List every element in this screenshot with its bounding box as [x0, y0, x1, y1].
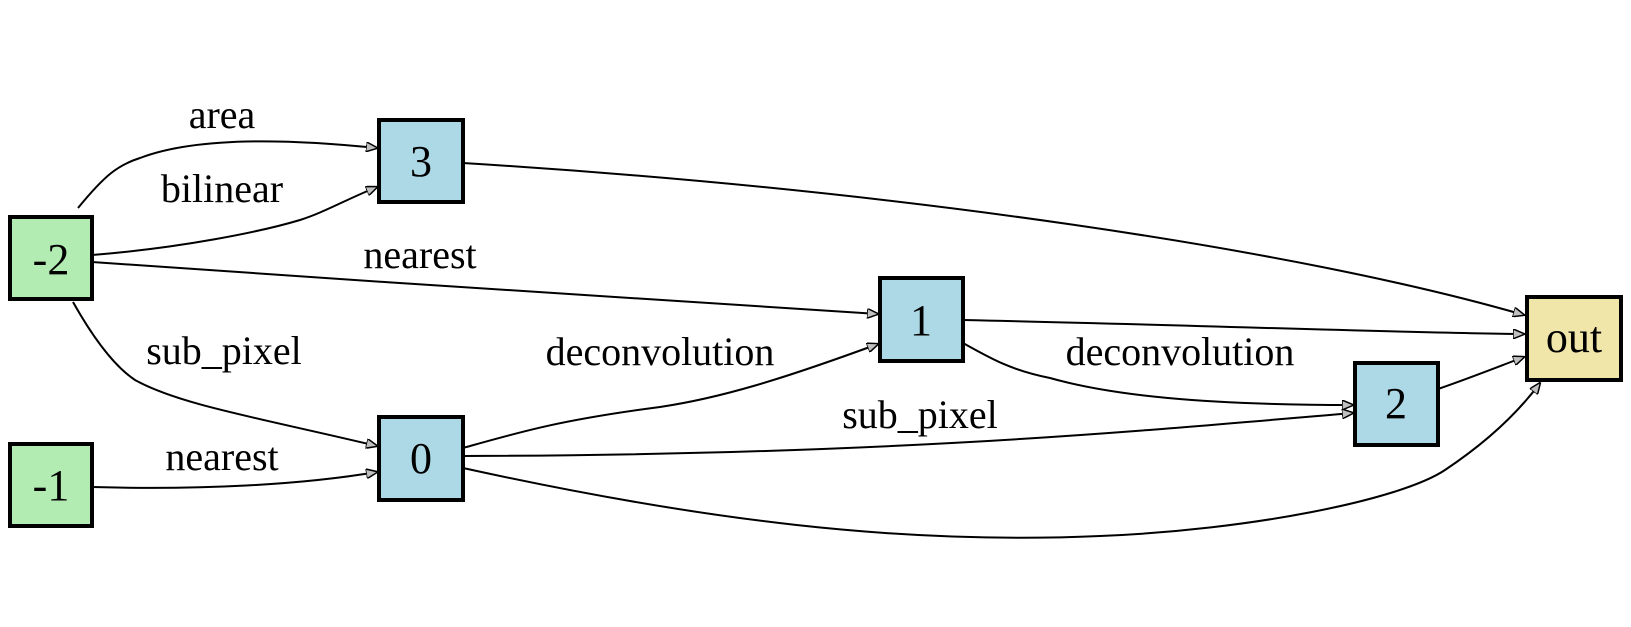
edge-m2-to-1-nearest	[91, 261, 878, 314]
edges	[72, 140, 1540, 539]
edge-1-to-2-deconvolution	[962, 342, 1353, 405]
node-2: 2	[1353, 361, 1440, 447]
node-box	[8, 215, 94, 301]
edge-label-deconvolution-left: deconvolution	[546, 329, 775, 374]
node-label: -2	[33, 235, 70, 284]
node-box	[377, 118, 465, 204]
node-label: -1	[33, 461, 70, 510]
edge-label-nearest-bottom: nearest	[165, 434, 278, 479]
edge-label-nearest-top: nearest	[363, 232, 476, 277]
edge-0-to-2-sub-pixel	[462, 413, 1353, 457]
node-box	[377, 415, 465, 502]
node-box	[878, 276, 965, 363]
node-box	[8, 442, 94, 528]
edge-labels: area bilinear nearest sub_pixel nearest …	[146, 92, 1294, 479]
node-label: out	[1546, 313, 1602, 362]
node-label: 0	[410, 434, 432, 483]
node-label: 1	[910, 296, 932, 345]
node-minus-2: -2	[8, 215, 94, 301]
node-1: 1	[878, 276, 965, 363]
nodes: -2 -1 3 0 1 2 out	[8, 118, 1623, 528]
edge-label-area: area	[189, 92, 256, 137]
edge-label-bilinear: bilinear	[161, 166, 283, 211]
edge-0-to-1-deconvolution	[462, 344, 878, 449]
node-0: 0	[377, 415, 465, 502]
node-box	[1525, 295, 1623, 382]
edge-2-to-out	[1437, 357, 1524, 390]
edge-3-to-out	[462, 162, 1524, 315]
node-label: 3	[410, 137, 432, 186]
edge-label-sub-pixel-middle: sub_pixel	[842, 392, 998, 437]
node-out: out	[1525, 295, 1623, 382]
node-3: 3	[377, 118, 465, 204]
edge-label-sub-pixel-left: sub_pixel	[146, 328, 302, 373]
edge-m2-to-3-bilinear	[91, 187, 377, 256]
edge-m2-to-0-sub-pixel	[72, 301, 377, 446]
edge-1-to-out	[962, 319, 1524, 334]
edge-0-to-out	[462, 383, 1540, 539]
node-minus-1: -1	[8, 442, 94, 528]
node-box	[1353, 361, 1440, 447]
edge-label-deconvolution-right: deconvolution	[1066, 329, 1295, 374]
node-label: 2	[1385, 379, 1407, 428]
edge-m2-to-3-area	[77, 140, 377, 209]
edge-m1-to-0-nearest	[91, 472, 377, 489]
